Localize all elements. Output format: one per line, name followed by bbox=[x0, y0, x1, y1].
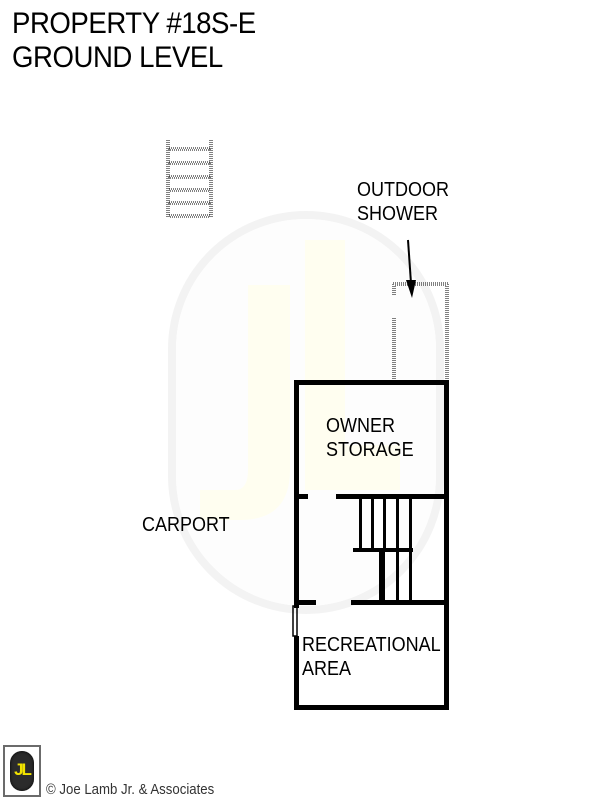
label-carport: CARPORT bbox=[142, 513, 230, 537]
label-line: RECREATIONAL bbox=[302, 634, 441, 656]
interior-stairs bbox=[359, 499, 412, 600]
logo-badge-icon: JL bbox=[10, 751, 34, 791]
label-line: OUTDOOR bbox=[357, 179, 449, 201]
shower-arrow-icon bbox=[406, 239, 416, 298]
page-title-line-1: PROPERTY #18S-E bbox=[12, 7, 256, 40]
logo-text: JL bbox=[14, 760, 32, 779]
walls bbox=[294, 380, 449, 710]
label-line: CARPORT bbox=[142, 514, 230, 536]
page-title-line-2: GROUND LEVEL bbox=[12, 41, 223, 74]
label-outdoor-shower: OUTDOOR SHOWER bbox=[357, 178, 449, 226]
label-line: STORAGE bbox=[326, 439, 414, 461]
label-line: AREA bbox=[302, 658, 352, 680]
door-frame bbox=[292, 605, 298, 637]
exterior-stairs bbox=[166, 140, 213, 218]
label-line: SHOWER bbox=[357, 203, 438, 225]
copyright-text: © Joe Lamb Jr. & Associates bbox=[46, 781, 215, 798]
label-owner-storage: OWNER STORAGE bbox=[326, 414, 414, 462]
label-recreational-area: RECREATIONAL AREA bbox=[302, 633, 441, 681]
company-logo: JL bbox=[3, 745, 41, 797]
label-line: OWNER bbox=[326, 415, 396, 437]
footer: JL © Joe Lamb Jr. & Associates bbox=[0, 743, 260, 800]
outdoor-shower-enclosure bbox=[392, 282, 449, 380]
